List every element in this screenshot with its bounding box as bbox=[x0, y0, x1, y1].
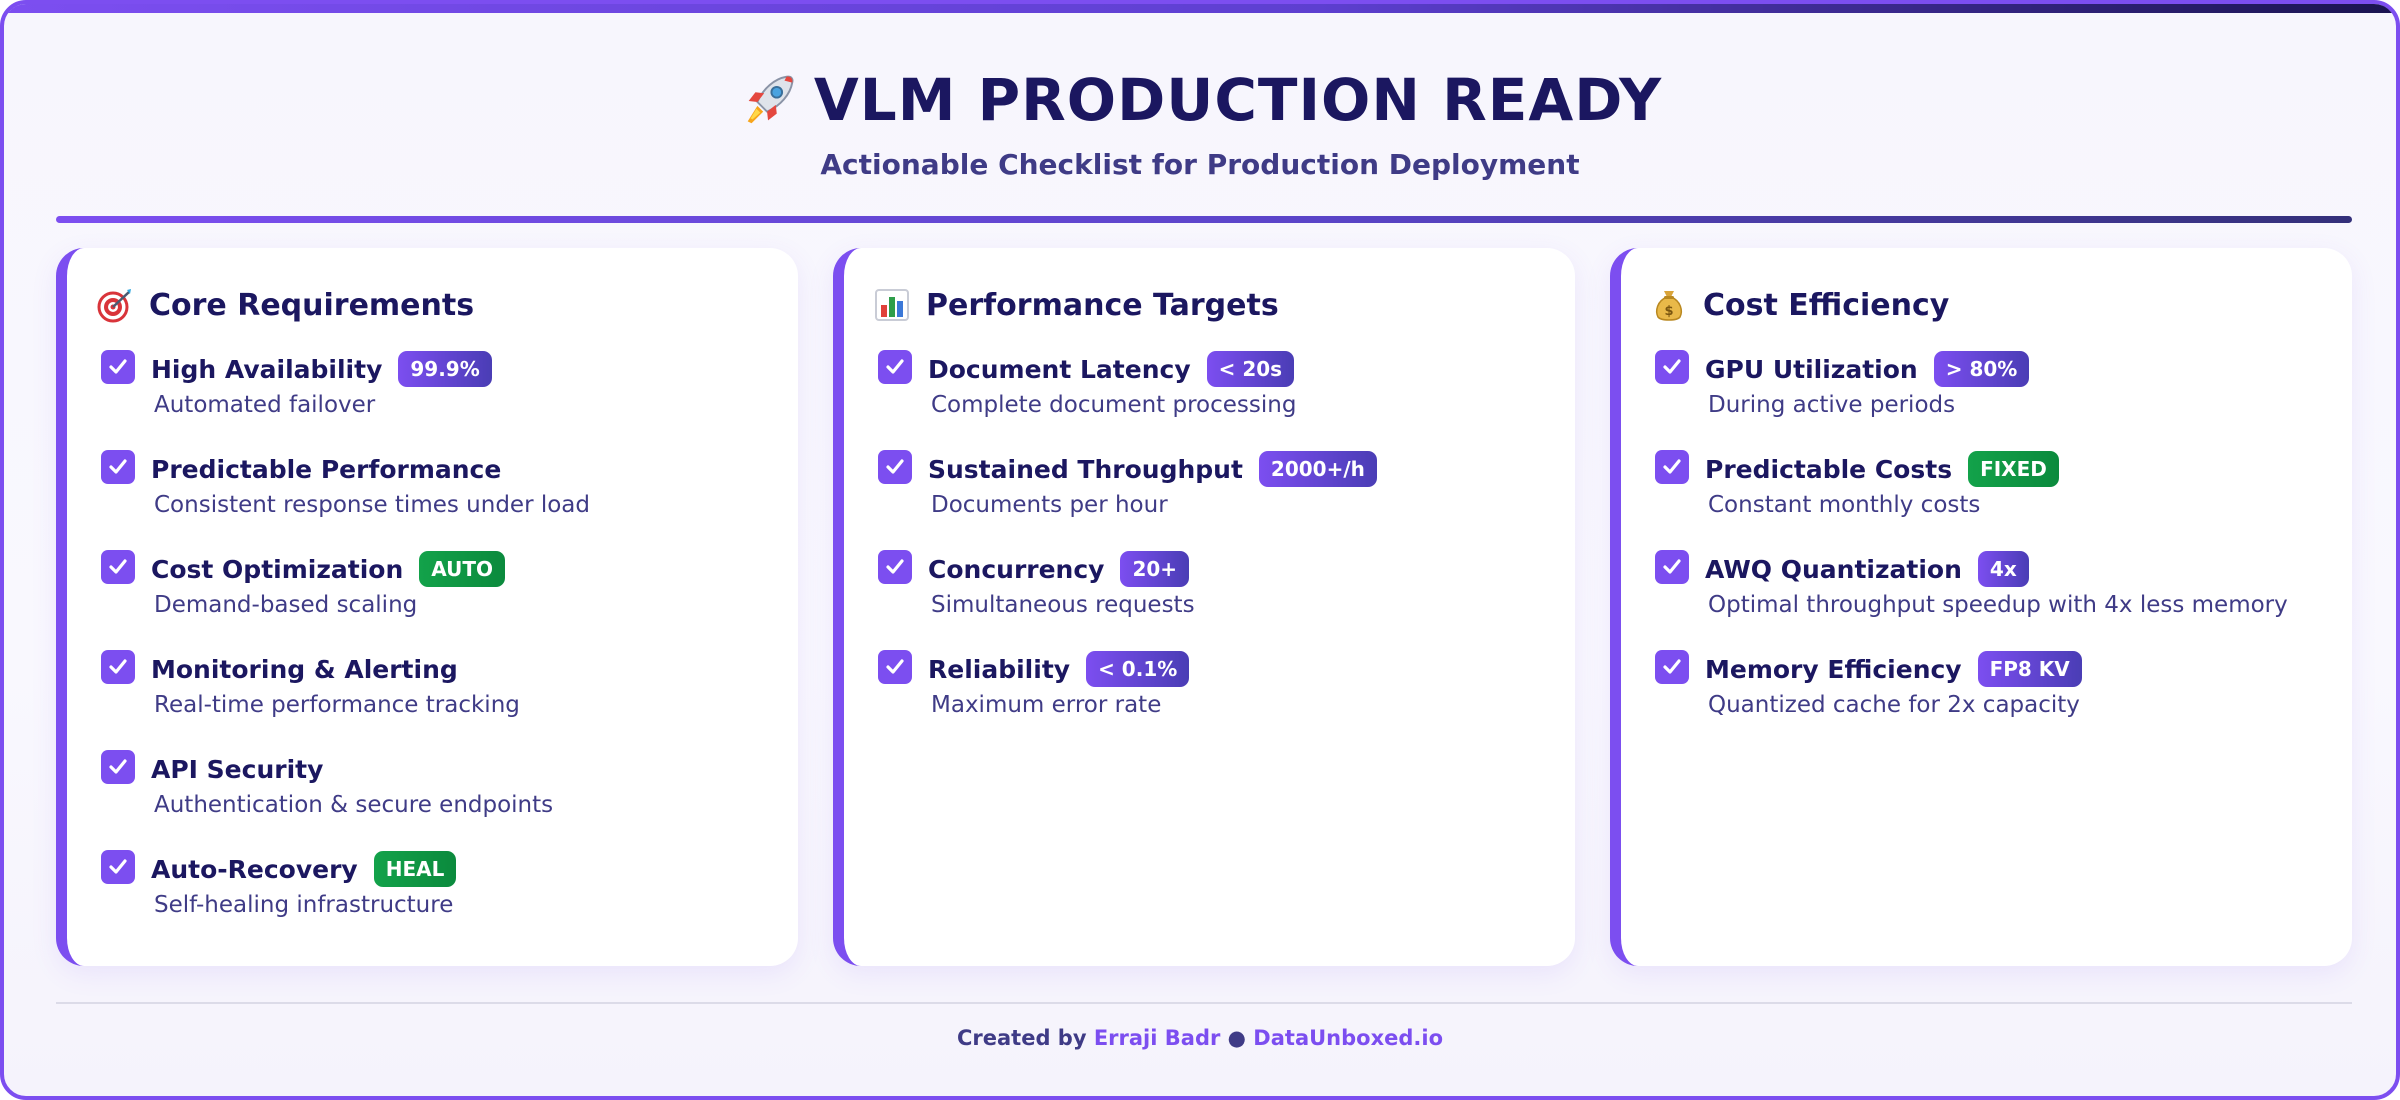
card-title: Cost Efficiency bbox=[1703, 287, 1950, 323]
top-accent-strip bbox=[4, 4, 2396, 13]
card-core-requirements: Core Requirements High Availability 99.9… bbox=[56, 248, 798, 966]
checklist-item: Document Latency < 20s Complete document… bbox=[874, 350, 1575, 450]
checklist-item: GPU Utilization > 80% During active peri… bbox=[1651, 350, 2352, 450]
status-badge: 2000+/h bbox=[1258, 451, 1377, 487]
item-title: Auto-Recovery bbox=[151, 854, 358, 884]
checkmark-icon bbox=[1655, 450, 1689, 484]
item-title: Concurrency bbox=[928, 554, 1105, 584]
checklist-item: Cost Optimization AUTO Demand-based scal… bbox=[97, 550, 798, 650]
checklist-item: Monitoring & Alerting Real-time performa… bbox=[97, 650, 798, 750]
item-description: Complete document processing bbox=[931, 392, 1297, 418]
item-title: GPU Utilization bbox=[1705, 354, 1918, 384]
footer-prefix: Created by bbox=[956, 1026, 1087, 1050]
item-title: AWQ Quantization bbox=[1705, 554, 1962, 584]
item-description: Demand-based scaling bbox=[154, 592, 418, 618]
checklist-item: Memory Efficiency FP8 KV Quantized cache… bbox=[1651, 650, 2352, 750]
bar-chart-icon bbox=[875, 289, 909, 321]
status-badge: FIXED bbox=[1968, 451, 2059, 487]
status-badge: AUTO bbox=[419, 551, 506, 587]
item-title: Memory Efficiency bbox=[1705, 654, 1962, 684]
item-title: Document Latency bbox=[928, 354, 1191, 384]
checkmark-icon bbox=[1655, 350, 1689, 384]
item-title: Sustained Throughput bbox=[928, 454, 1243, 484]
card-header: Performance Targets bbox=[874, 280, 1575, 330]
checklist-item: Auto-Recovery HEAL Self-healing infrastr… bbox=[97, 850, 798, 950]
status-badge: < 0.1% bbox=[1086, 651, 1190, 687]
item-description: Automated failover bbox=[154, 392, 376, 418]
rocket-icon bbox=[747, 75, 794, 124]
card-header: Core Requirements bbox=[97, 280, 798, 330]
checklist: GPU Utilization > 80% During active peri… bbox=[1651, 350, 2352, 750]
checkmark-icon bbox=[101, 350, 135, 384]
footer-credit: Created by Erraji Badr ● DataUnboxed.io bbox=[4, 1026, 2396, 1050]
item-description: Consistent response times under load bbox=[154, 492, 591, 518]
svg-text:$: $ bbox=[1664, 304, 1673, 319]
status-badge: 4x bbox=[1977, 551, 2029, 587]
header-divider bbox=[56, 216, 2352, 223]
item-description: Real-time performance tracking bbox=[154, 692, 520, 718]
checkmark-icon bbox=[1655, 650, 1689, 684]
item-description: During active periods bbox=[1708, 392, 1956, 418]
page-header: VLM PRODUCTION READY Actionable Checklis… bbox=[4, 66, 2396, 181]
checkmark-icon bbox=[878, 350, 912, 384]
card-header: $ Cost Efficiency bbox=[1651, 280, 2352, 330]
footer-divider bbox=[56, 1002, 2352, 1004]
status-badge: 99.9% bbox=[398, 351, 492, 387]
checklist-item: Concurrency 20+ Simultaneous requests bbox=[874, 550, 1575, 650]
checklist-item: Reliability < 0.1% Maximum error rate bbox=[874, 650, 1575, 750]
item-description: Constant monthly costs bbox=[1708, 492, 1981, 518]
checklist: High Availability 99.9% Automated failov… bbox=[97, 350, 798, 950]
item-description: Authentication & secure endpoints bbox=[154, 792, 554, 818]
item-description: Optimal throughput speedup with 4x less … bbox=[1708, 592, 2288, 618]
site-link[interactable]: DataUnboxed.io bbox=[1253, 1026, 1443, 1050]
card-performance-targets: Performance Targets Document Latency < 2… bbox=[833, 248, 1575, 966]
checkmark-icon bbox=[101, 750, 135, 784]
checklist-item: Predictable Costs FIXED Constant monthly… bbox=[1651, 450, 2352, 550]
checklist-item: High Availability 99.9% Automated failov… bbox=[97, 350, 798, 450]
item-title: Reliability bbox=[928, 654, 1071, 684]
item-title: API Security bbox=[151, 754, 324, 784]
checklist: Document Latency < 20s Complete document… bbox=[874, 350, 1575, 750]
item-title: Monitoring & Alerting bbox=[151, 654, 458, 684]
status-badge: FP8 KV bbox=[1977, 651, 2082, 687]
money-bag-icon: $ bbox=[1655, 291, 1683, 321]
item-title: Cost Optimization bbox=[151, 554, 404, 584]
footer-separator: ● bbox=[1227, 1026, 1246, 1050]
page-subtitle: Actionable Checklist for Production Depl… bbox=[820, 148, 1580, 181]
checkmark-icon bbox=[1655, 550, 1689, 584]
page-title: VLM PRODUCTION READY bbox=[813, 66, 1663, 134]
checkmark-icon bbox=[878, 450, 912, 484]
checkmark-icon bbox=[101, 550, 135, 584]
status-badge: HEAL bbox=[373, 851, 457, 887]
checkmark-icon bbox=[101, 450, 135, 484]
checkmark-icon bbox=[878, 650, 912, 684]
status-badge: 20+ bbox=[1120, 551, 1190, 587]
checkmark-icon bbox=[101, 850, 135, 884]
card-cost-efficiency: $ Cost Efficiency GPU Utilization > 80% … bbox=[1610, 248, 2352, 966]
checklist-item: AWQ Quantization 4x Optimal throughput s… bbox=[1651, 550, 2352, 650]
item-description: Maximum error rate bbox=[931, 692, 1162, 718]
item-title: Predictable Performance bbox=[151, 454, 502, 484]
item-title: High Availability bbox=[151, 354, 383, 384]
checkmark-icon bbox=[101, 650, 135, 684]
item-title: Predictable Costs bbox=[1705, 454, 1953, 484]
title-row: VLM PRODUCTION READY bbox=[4, 66, 2396, 134]
checklist-item: Predictable Performance Consistent respo… bbox=[97, 450, 798, 550]
item-description: Self-healing infrastructure bbox=[154, 892, 454, 918]
card-title: Core Requirements bbox=[149, 287, 475, 323]
status-badge: > 80% bbox=[1933, 351, 2030, 387]
card-title: Performance Targets bbox=[926, 287, 1279, 323]
target-icon bbox=[97, 289, 131, 323]
checklist-item: API Security Authentication & secure end… bbox=[97, 750, 798, 850]
item-description: Simultaneous requests bbox=[931, 592, 1195, 618]
checklist-item: Sustained Throughput 2000+/h Documents p… bbox=[874, 450, 1575, 550]
item-description: Documents per hour bbox=[931, 492, 1168, 518]
checkmark-icon bbox=[878, 550, 912, 584]
author-name: Erraji Badr bbox=[1093, 1026, 1221, 1050]
item-description: Quantized cache for 2x capacity bbox=[1708, 692, 2080, 718]
status-badge: < 20s bbox=[1206, 351, 1295, 387]
